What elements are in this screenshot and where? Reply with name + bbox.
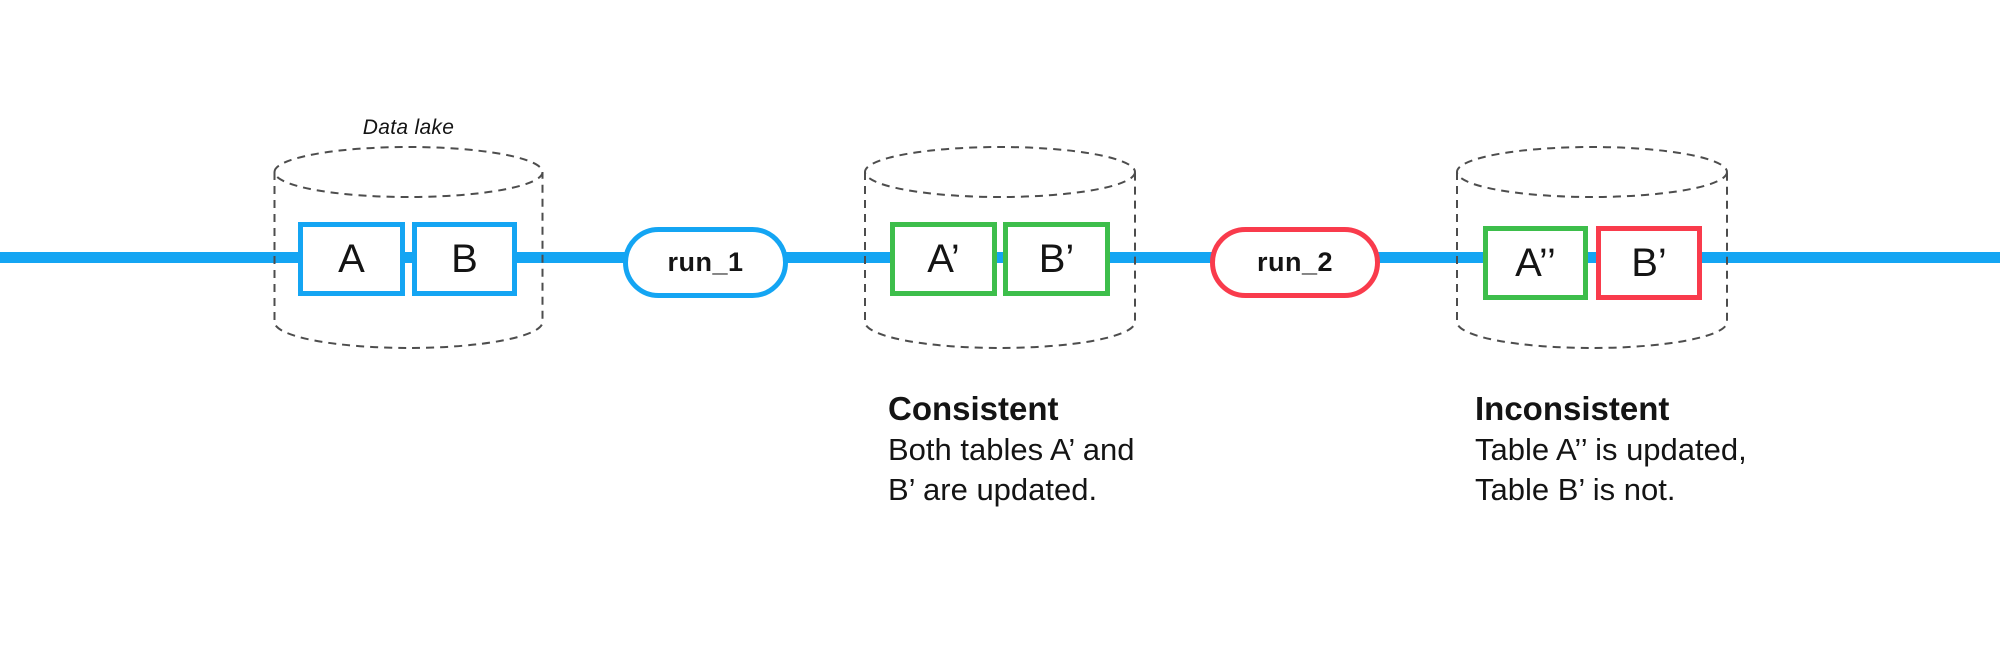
annotation-inconsistent-line-1: Table A’’ is updated, xyxy=(1475,432,1747,467)
annotation-consistent: Consistent Both tables A’ and B’ are upd… xyxy=(888,388,1134,510)
table-box-a: A xyxy=(298,222,405,296)
run-1-label: run_1 xyxy=(667,247,744,277)
table-box-b-label: B xyxy=(451,237,478,281)
run-2-pill: run_2 xyxy=(1210,227,1380,298)
cylinder-consistent-top-ellipse xyxy=(864,146,1136,198)
table-box-b-prime-label: B’ xyxy=(1038,237,1075,281)
table-box-a-double-prime: A’’ xyxy=(1483,226,1588,300)
cylinder-source-body xyxy=(273,172,544,349)
run-1-pill: run_1 xyxy=(623,227,788,298)
table-box-a-prime-label: A’ xyxy=(927,237,960,281)
table-box-b: B xyxy=(412,222,517,296)
annotation-consistent-line-1: Both tables A’ and xyxy=(888,432,1135,467)
annotation-consistent-title: Consistent xyxy=(888,390,1059,427)
table-box-a-label: A xyxy=(338,237,365,281)
table-box-b-prime: B’ xyxy=(1003,222,1110,296)
annotation-consistent-line-2: B’ are updated. xyxy=(888,472,1098,507)
table-box-b-prime-stale: B’ xyxy=(1596,226,1702,300)
annotation-inconsistent-line-2: Table B’ is not. xyxy=(1475,472,1676,507)
table-box-a-double-prime-label: A’’ xyxy=(1515,241,1556,285)
cylinder-source-top-ellipse xyxy=(273,146,544,198)
cylinder-source xyxy=(273,146,544,349)
table-box-a-prime: A’ xyxy=(890,222,997,296)
table-box-b-prime-stale-label: B’ xyxy=(1631,241,1667,285)
cylinder-consistent xyxy=(864,146,1136,349)
cylinder-inconsistent xyxy=(1456,146,1728,349)
run-2-label: run_2 xyxy=(1256,247,1334,277)
data-lake-label: Data lake xyxy=(362,116,455,139)
annotation-inconsistent-title: Inconsistent xyxy=(1475,390,1670,427)
cylinder-inconsistent-top-ellipse xyxy=(1456,146,1728,198)
annotation-inconsistent: Inconsistent Table A’’ is updated, Table… xyxy=(1475,388,1747,510)
